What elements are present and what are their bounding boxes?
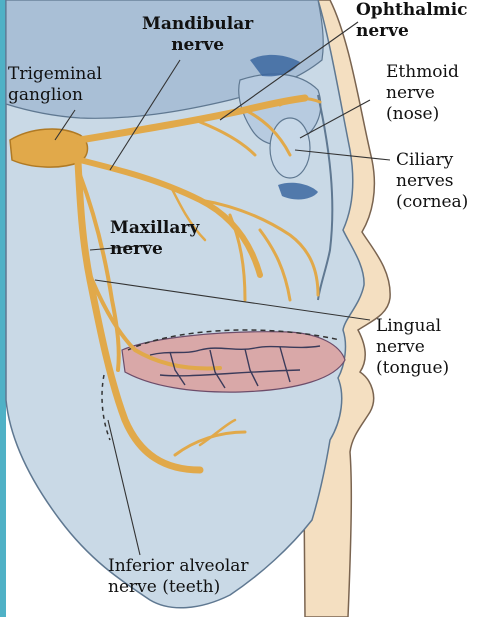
ciliary-nerves-label: Ciliary nerves (cornea) — [396, 150, 469, 212]
ophthalmic-nerve-label: Ophthalmic nerve — [356, 0, 468, 41]
inferior-alveolar-nerve-label: Inferior alveolar nerve (teeth) — [108, 556, 249, 597]
trigeminal-ganglion-label: Trigeminal ganglion — [8, 64, 102, 105]
eye-globe — [269, 117, 311, 179]
maxillary-nerve-label: Maxillary nerve — [110, 218, 200, 259]
ethmoid-nerve-label: Ethmoid nerve (nose) — [386, 62, 459, 124]
lingual-nerve-label: Lingual nerve (tongue) — [376, 316, 450, 378]
sinus-dark-1 — [250, 54, 300, 77]
tongue-surface-dashed — [127, 329, 341, 351]
leader-lines — [54, 21, 391, 556]
nasal-cavity — [317, 94, 334, 301]
jaw-dashed-line — [101, 374, 111, 441]
left-border-bar — [0, 0, 6, 617]
sinus-dark-2 — [278, 182, 318, 200]
tongue-nerve-network — [149, 345, 321, 389]
mandibular-nerve-label: Mandibular nerve — [142, 14, 254, 55]
nerve-branches — [9, 94, 322, 474]
